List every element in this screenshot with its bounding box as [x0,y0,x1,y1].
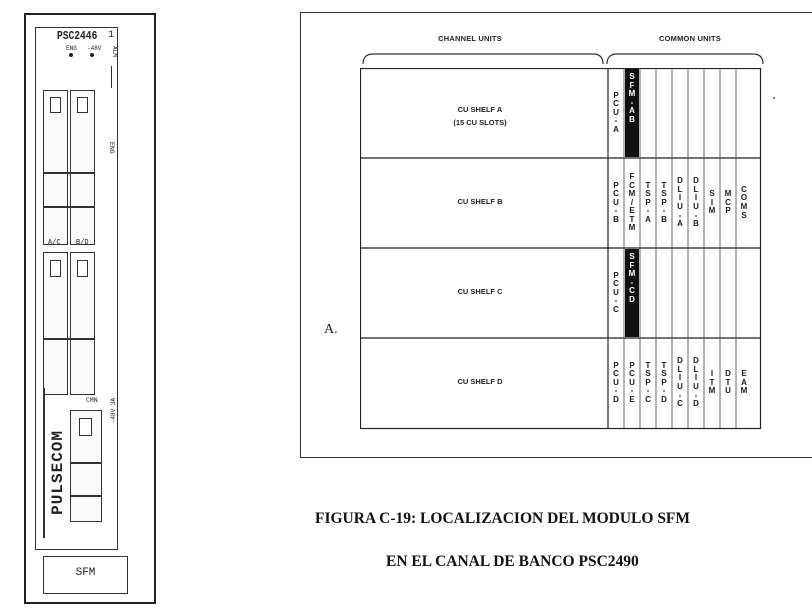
print-speck [773,97,775,99]
common-unit-slot: P C U - B [609,179,623,228]
divider [43,338,95,340]
slot-label: F C M / E T M [628,171,636,233]
channel-units-header: CHANNEL UNITS [438,34,502,43]
divider [43,206,95,208]
slot-label: C O M S [740,184,748,220]
common-unit-slot: T S P - D [657,359,671,408]
common-unit-slot: T S P - B [657,179,671,228]
shelf-diagram-frame [300,12,812,458]
slot-layer: P C U - A S F M - A B P C U - B F C M / E T… [360,68,760,428]
unit-name-box [43,556,128,594]
shelf-d-label: CU SHELF D [457,377,503,386]
common-unit-slot: P C U - E [625,359,639,408]
divider [43,388,45,538]
slot-label: S I M [708,189,716,216]
slot-label: P C U - B [613,180,619,224]
divider [70,495,102,497]
slot-label: P C U - D [613,360,619,404]
slot-label-bd: B/D [76,239,89,247]
caption-line-1: FIGURA C-19: LOCALIZACION DEL MODULO SFM [315,510,691,527]
led-eng-icon [69,53,73,57]
indicator-48v-label: -48V [87,45,102,52]
eng-side-label: ENG [108,142,115,154]
module-model-suffix: 1 [108,30,115,41]
slot-label: P C U - C [613,270,619,314]
common-unit-slot: E A M [737,367,751,399]
unit-name-label: SFM [75,567,96,579]
common-unit-slot: F C M / E T M [625,170,639,236]
common-unit-slot: D L I U - A [673,174,687,232]
slot-label: D L I U - D [693,356,699,409]
eng-slot-left[interactable] [43,90,68,245]
common-unit-slot: D L I U - D [689,354,703,412]
common-unit-slot: I T M [705,367,719,399]
slot-label: S F M - C D [628,252,636,304]
common-unit-slot: T S P - C [641,359,655,408]
common-units-header: COMMON UNITS [659,34,721,43]
common-unit-slot: T S P - A [641,179,655,228]
common-unit-slot: D L I U - C [673,354,687,412]
common-unit-slot: S F M - C D [625,249,639,337]
common-units-bracket [606,53,764,65]
module-model-label: PSC2446 [57,29,98,43]
common-unit-slot: C O M S [737,183,751,223]
slot-label-ac: A/C [48,239,61,247]
shelf-c-label: CU SHELF C [457,287,503,296]
cmn-jack-icon [79,418,92,436]
alm-side-label: ALM [111,46,118,57]
common-unit-slot: S F M - A B [625,69,639,157]
common-unit-slot: P C U - C [609,269,623,318]
caption-line-2: EN EL CANAL DE BANCO PSC2490 [386,553,639,570]
shelf-grid [360,68,762,430]
figure-marker: A. [324,322,338,337]
slot-label: T S P - A [645,180,651,224]
divider [70,462,102,464]
indicator-eng-label: ENG [66,45,77,52]
slot-label: T S P - B [661,180,667,224]
slot-label: D T U [725,369,731,396]
eng-slot-right[interactable] [70,90,95,245]
slot-label: P C U - E [629,360,635,404]
slot-label: D L I U - B [693,176,699,229]
cmn-label: CMN [86,397,98,404]
48v-fuse-side-label: -48V 3A [110,398,117,424]
common-unit-slot: D L I U - B [689,174,703,232]
divider [111,66,112,88]
section-brackets [362,53,764,65]
ac-jack-icon [50,260,61,277]
divider [43,172,95,174]
common-unit-slot: P C U - A [609,89,623,138]
slot-label: T S P - C [645,360,651,404]
slot-label: I T M [708,369,716,396]
common-unit-slot: S I M [705,187,719,219]
module-faceplate [35,27,118,550]
slot-label: D L I U - A [677,176,683,229]
slot-label: T S P - D [661,360,667,404]
slot-label: S F M - A B [628,72,636,124]
led-48v-icon [90,53,94,57]
common-unit-slot: M C P [721,187,735,219]
common-unit-slot: D T U [721,367,735,399]
slot-label: P C U - A [613,90,619,134]
eng-jack-left-icon [50,97,61,113]
slot-label: D L I U - C [677,356,683,409]
common-unit-slot: P C U - D [609,359,623,408]
bd-jack-icon [77,260,88,277]
shelf-a-label: CU SHELF A (15 CU SLOTS) [453,105,507,127]
shelf-b-label: CU SHELF B [457,197,503,206]
slot-label: E A M [740,369,748,396]
eng-jack-right-icon [77,97,88,113]
brand-logo: PULSECOM [49,430,67,515]
slot-label: M C P [724,189,732,216]
channel-units-bracket [362,53,604,65]
